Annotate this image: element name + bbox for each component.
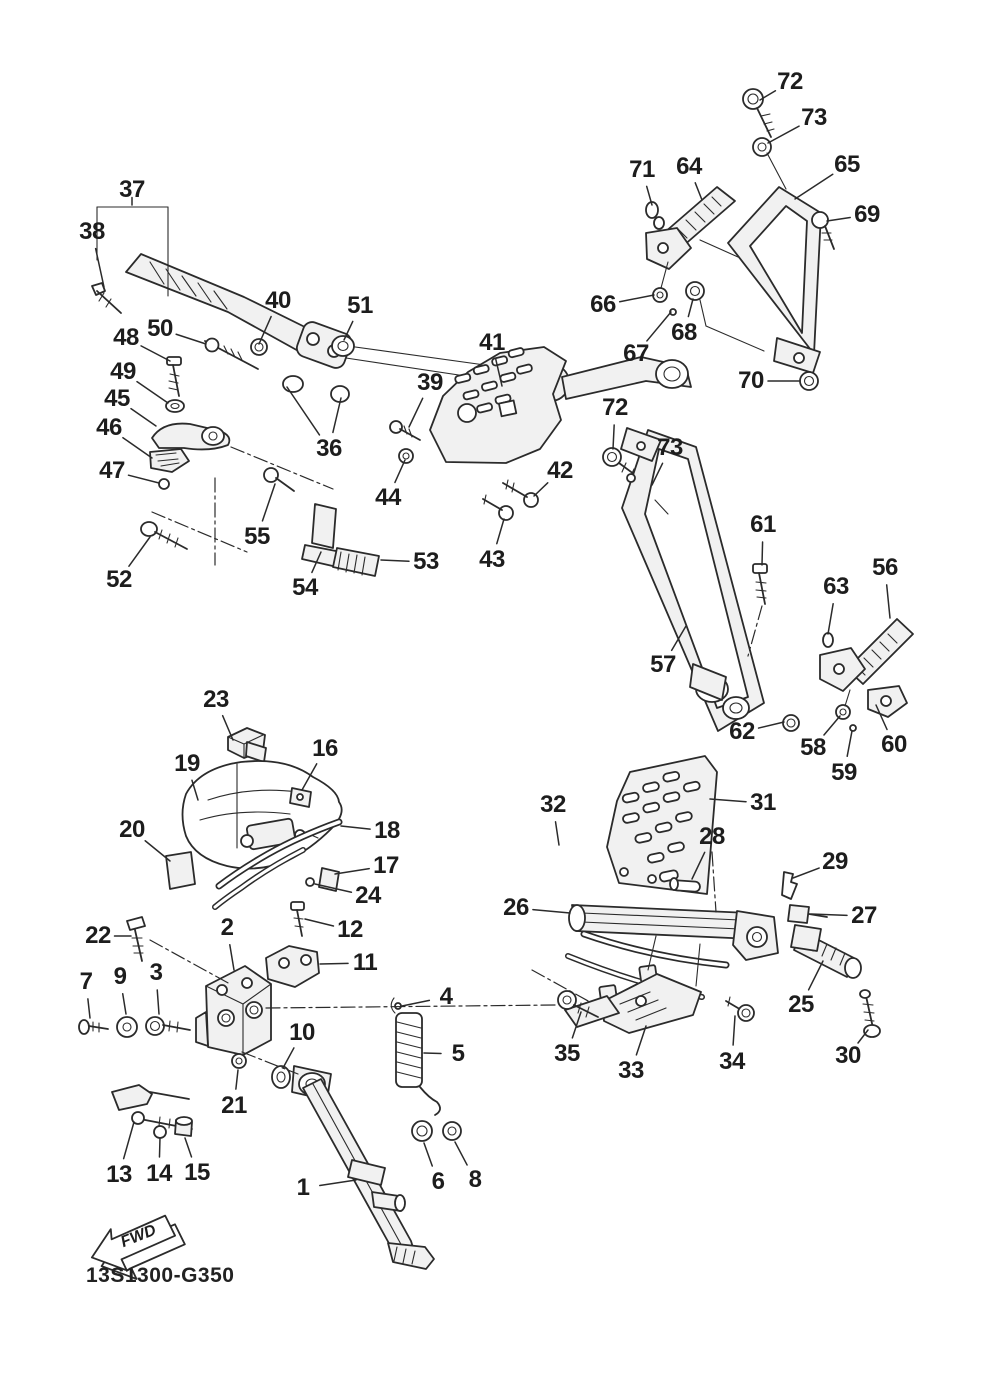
callout-44: 44: [375, 484, 401, 511]
callout-16: 16: [312, 735, 338, 762]
callout-19: 19: [174, 750, 200, 777]
callout-1: 1: [296, 1174, 310, 1201]
callout-2: 2: [220, 914, 234, 941]
callout-41: 41: [479, 329, 505, 356]
callout-31: 31: [750, 789, 776, 816]
callout-30: 30: [835, 1042, 861, 1069]
part-brake-pedal-assembly: [91, 253, 692, 577]
callout-47: 47: [99, 457, 125, 484]
callout-21: 21: [221, 1092, 247, 1119]
callout-32: 32: [540, 791, 566, 818]
callout-11: 11: [352, 949, 378, 976]
diagram-code: 13S1300-G350: [86, 1264, 235, 1287]
callout-13: 13: [106, 1161, 132, 1188]
callout-42: 42: [547, 457, 573, 484]
callout-67: 67: [623, 340, 649, 367]
callout-12: 12: [337, 916, 363, 943]
callout-3: 3: [149, 959, 163, 986]
part-lower-right-footrest: [602, 427, 914, 732]
callout-39: 39: [417, 369, 443, 396]
callout-8: 8: [468, 1166, 482, 1193]
callout-73: 73: [801, 104, 827, 131]
callout-36: 36: [316, 435, 342, 462]
callout-37: 37: [119, 176, 145, 203]
leader-lines: [87, 89, 891, 1187]
callout-17: 17: [373, 852, 399, 879]
callout-61: 61: [750, 511, 776, 538]
callout-27: 27: [851, 902, 877, 929]
callout-15: 15: [184, 1159, 210, 1186]
callout-34: 34: [719, 1048, 745, 1075]
callout-69: 69: [854, 201, 880, 228]
fwd-arrow: FWD: [90, 1214, 186, 1280]
callout-22: 22: [85, 922, 111, 949]
callout-51: 51: [347, 292, 373, 319]
callout-71: 71: [629, 156, 655, 183]
callout-43: 43: [479, 546, 505, 573]
callout-40: 40: [265, 287, 291, 314]
callout-54: 54: [292, 574, 318, 601]
callout-58: 58: [800, 734, 826, 761]
callout-7: 7: [79, 968, 93, 995]
callout-18: 18: [374, 817, 400, 844]
part-guard-assembly: [165, 727, 343, 910]
part-upper-right-footrest: [645, 88, 835, 391]
callout-57: 57: [650, 651, 676, 678]
callout-72: 72: [602, 394, 628, 421]
callout-20: 20: [119, 816, 145, 843]
callout-62: 62: [729, 718, 755, 745]
callout-46: 46: [96, 414, 122, 441]
callout-55: 55: [244, 523, 270, 550]
callout-28: 28: [699, 823, 725, 850]
callout-73: 73: [657, 434, 683, 461]
callout-60: 60: [881, 731, 907, 758]
callout-65: 65: [834, 151, 860, 178]
callout-45: 45: [104, 385, 130, 412]
callout-9: 9: [113, 963, 127, 990]
callout-68: 68: [671, 319, 697, 346]
callout-23: 23: [203, 686, 229, 713]
callout-48: 48: [113, 324, 139, 351]
callout-25: 25: [788, 991, 814, 1018]
callout-38: 38: [79, 218, 105, 245]
callout-56: 56: [872, 554, 898, 581]
callout-50: 50: [147, 315, 173, 342]
callout-24: 24: [355, 882, 381, 909]
callout-70: 70: [738, 367, 764, 394]
part-rider-footrest-assembly: [557, 755, 881, 1038]
callout-53: 53: [413, 548, 439, 575]
callout-29: 29: [822, 848, 848, 875]
callout-10: 10: [289, 1019, 315, 1046]
callout-64: 64: [676, 153, 702, 180]
callout-4: 4: [439, 983, 453, 1010]
callout-35: 35: [554, 1040, 580, 1067]
callout-6: 6: [431, 1168, 445, 1195]
callout-59: 59: [831, 759, 857, 786]
callout-26: 26: [503, 894, 529, 921]
construction-lines: [96, 152, 851, 1075]
callout-66: 66: [590, 291, 616, 318]
callout-14: 14: [146, 1160, 172, 1187]
callout-52: 52: [106, 566, 132, 593]
callout-5: 5: [451, 1040, 465, 1067]
callout-49: 49: [110, 358, 136, 385]
callout-72: 72: [777, 68, 803, 95]
part-side-stand-assembly: [78, 901, 462, 1270]
callout-63: 63: [823, 573, 849, 600]
callout-33: 33: [618, 1057, 644, 1084]
